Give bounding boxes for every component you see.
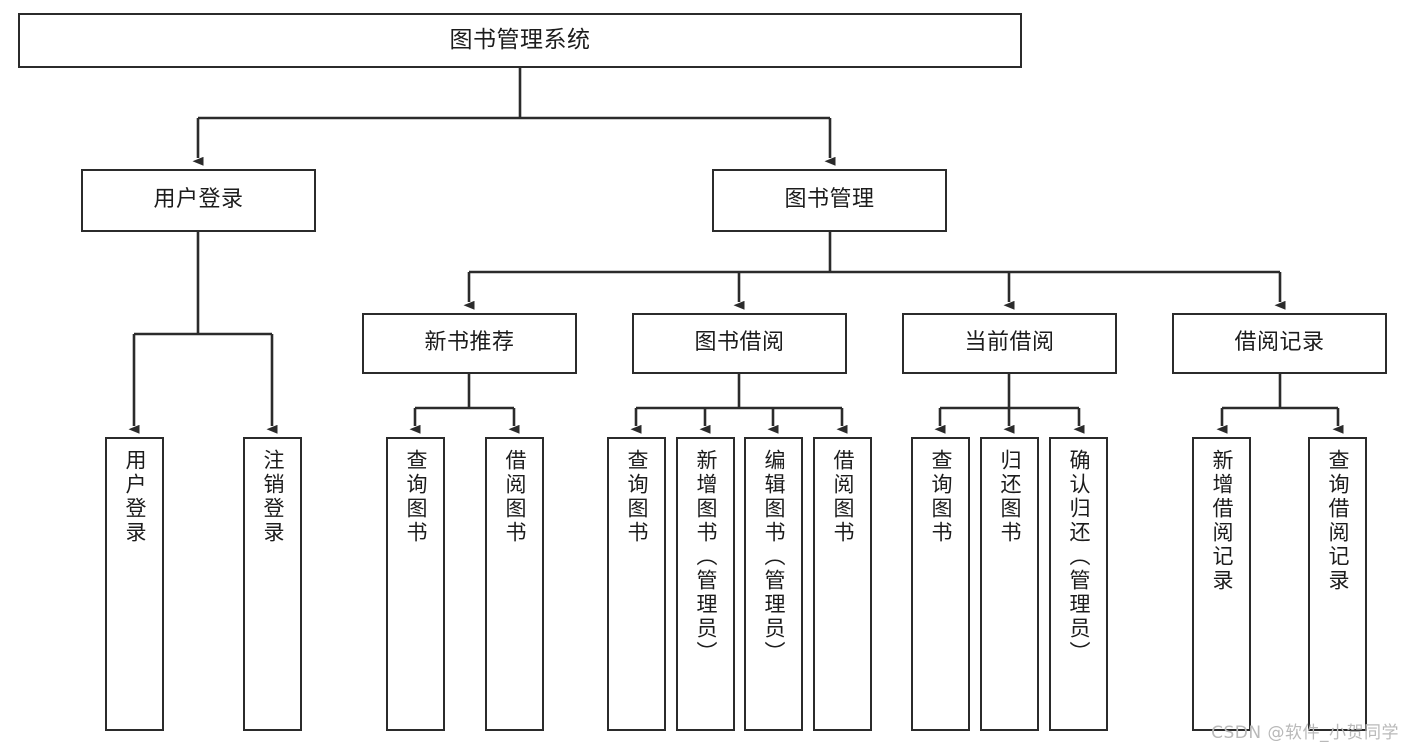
node-leaf-borrow-book-1[interactable]: 借阅图书: [485, 437, 544, 731]
node-leaf-logout[interactable]: 注销登录: [243, 437, 302, 731]
node-book-manage[interactable]: 图书管理: [712, 169, 947, 232]
node-leaf-confirm-return-label: 确认归还（管理员）: [1067, 449, 1091, 665]
node-leaf-query-record[interactable]: 查询借阅记录: [1308, 437, 1367, 731]
node-leaf-query-record-label: 查询借阅记录: [1326, 449, 1350, 593]
node-new-book-recommend-label: 新书推荐: [424, 330, 515, 356]
node-leaf-query-book-1-label: 查询图书: [404, 449, 428, 545]
node-book-borrow[interactable]: 图书借阅: [632, 313, 847, 374]
node-leaf-query-book-3-label: 查询图书: [929, 449, 953, 545]
node-leaf-confirm-return[interactable]: 确认归还（管理员）: [1049, 437, 1108, 731]
node-borrow-record[interactable]: 借阅记录: [1172, 313, 1387, 374]
node-leaf-edit-book[interactable]: 编辑图书（管理员）: [744, 437, 803, 731]
node-leaf-query-book-3[interactable]: 查询图书: [911, 437, 970, 731]
node-leaf-add-record-label: 新增借阅记录: [1210, 449, 1234, 593]
node-leaf-return-book-label: 归还图书: [998, 449, 1022, 545]
node-borrow-record-label: 借阅记录: [1234, 330, 1325, 356]
node-leaf-query-book-2[interactable]: 查询图书: [607, 437, 666, 731]
node-leaf-logout-label: 注销登录: [261, 449, 285, 545]
node-current-borrow-label: 当前借阅: [964, 330, 1055, 356]
node-leaf-query-book-2-label: 查询图书: [625, 449, 649, 545]
watermark: CSDN @软件_小贺同学: [1211, 723, 1399, 743]
node-root-label: 图书管理系统: [449, 26, 591, 53]
node-current-borrow[interactable]: 当前借阅: [902, 313, 1117, 374]
node-user-login[interactable]: 用户登录: [81, 169, 316, 232]
node-leaf-edit-book-label: 编辑图书（管理员）: [762, 449, 786, 665]
node-leaf-user-login[interactable]: 用户登录: [105, 437, 164, 731]
node-leaf-user-login-label: 用户登录: [123, 449, 147, 545]
node-leaf-borrow-book-2-label: 借阅图书: [831, 449, 855, 545]
node-leaf-borrow-book-2[interactable]: 借阅图书: [813, 437, 872, 731]
node-leaf-add-book-label: 新增图书（管理员）: [694, 449, 718, 665]
node-user-login-label: 用户登录: [153, 187, 244, 213]
node-root[interactable]: 图书管理系统: [18, 13, 1022, 68]
node-book-borrow-label: 图书借阅: [694, 330, 785, 356]
node-leaf-add-book[interactable]: 新增图书（管理员）: [676, 437, 735, 731]
node-leaf-query-book-1[interactable]: 查询图书: [386, 437, 445, 731]
node-leaf-return-book[interactable]: 归还图书: [980, 437, 1039, 731]
node-book-manage-label: 图书管理: [784, 187, 875, 213]
node-leaf-add-record[interactable]: 新增借阅记录: [1192, 437, 1251, 731]
node-new-book-recommend[interactable]: 新书推荐: [362, 313, 577, 374]
node-leaf-borrow-book-1-label: 借阅图书: [503, 449, 527, 545]
